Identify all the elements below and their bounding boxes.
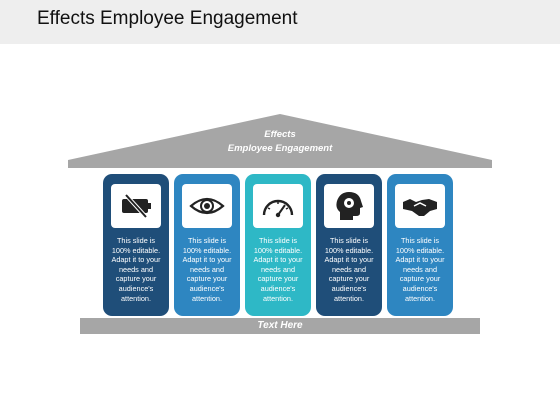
base-bar: Text Here bbox=[80, 318, 480, 334]
pillar-3-text: This slide is 100% editable. Adapt it to… bbox=[253, 236, 303, 303]
pillar-3: This slide is 100% editable. Adapt it to… bbox=[245, 174, 311, 316]
title-bar bbox=[0, 0, 560, 44]
roof-label: Effects Employee Engagement bbox=[190, 128, 370, 156]
pillar-5-text: This slide is 100% editable. Adapt it to… bbox=[395, 236, 445, 303]
pillar-5: This slide is 100% editable. Adapt it to… bbox=[387, 174, 453, 316]
pillar-4-text: This slide is 100% editable. Adapt it to… bbox=[324, 236, 374, 303]
pillar-1: This slide is 100% editable. Adapt it to… bbox=[103, 174, 169, 316]
pillar-4-icon-box bbox=[324, 184, 374, 228]
pillar-3-icon-box bbox=[253, 184, 303, 228]
base-label: Text Here bbox=[257, 320, 303, 331]
speedometer-icon bbox=[262, 199, 294, 218]
pillar-2-icon-box bbox=[182, 184, 232, 228]
pillar-1-text: This slide is 100% editable. Adapt it to… bbox=[111, 236, 161, 303]
handshake-icon bbox=[403, 199, 437, 216]
pillar-4: This slide is 100% editable. Adapt it to… bbox=[316, 174, 382, 316]
pillar-2-text: This slide is 100% editable. Adapt it to… bbox=[182, 236, 232, 303]
pillar-1-icon-box bbox=[111, 184, 161, 228]
roof-label-line-2: Employee Engagement bbox=[227, 143, 333, 154]
head-gear-icon bbox=[336, 192, 363, 220]
battery-crossed-icon bbox=[122, 193, 151, 219]
slide-title: Effects Employee Engagement bbox=[37, 8, 298, 29]
eye-icon bbox=[189, 197, 225, 215]
pillar-5-icon-box bbox=[395, 184, 445, 228]
pillar-2: This slide is 100% editable. Adapt it to… bbox=[174, 174, 240, 316]
roof-label-line-1: Effects bbox=[264, 129, 296, 140]
